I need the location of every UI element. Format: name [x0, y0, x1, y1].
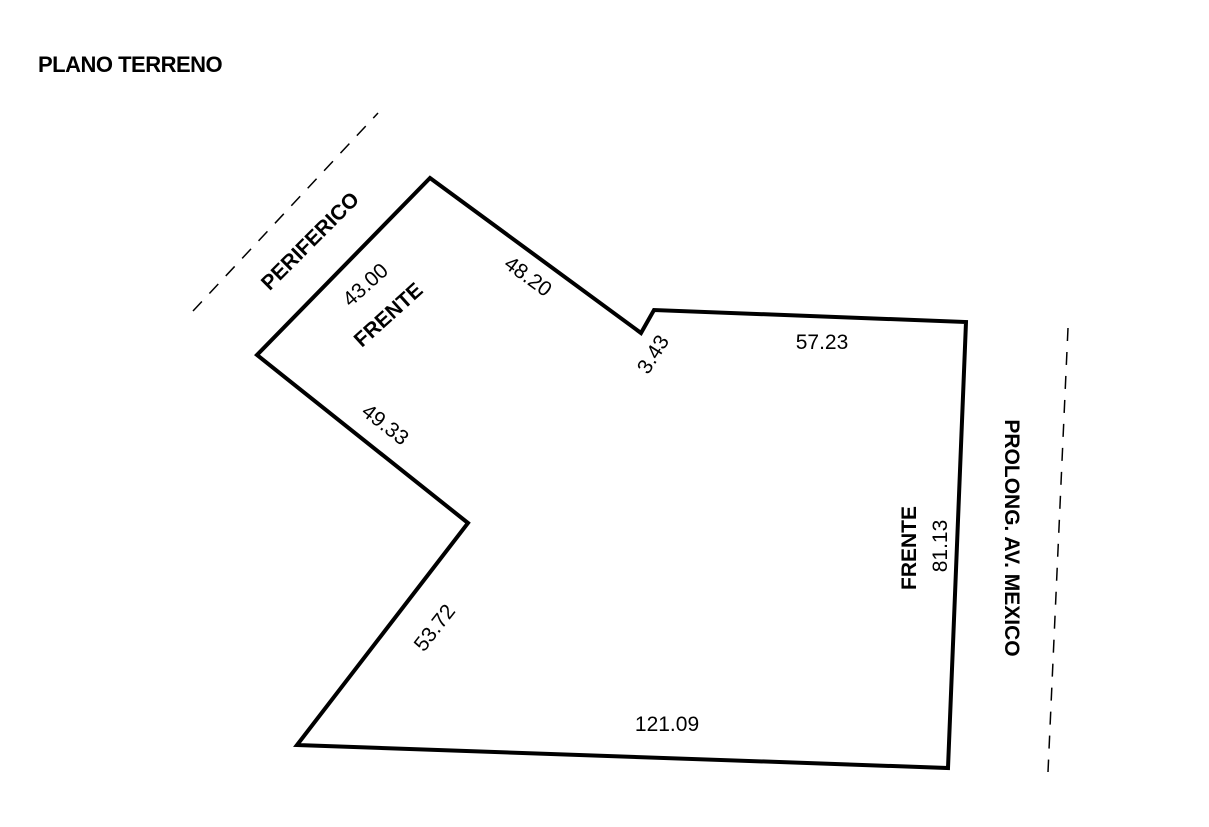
dimension-3-43: 3.43: [633, 331, 674, 378]
lot-boundary: [254, 175, 969, 771]
frente-label-av-mexico: FRENTE: [898, 506, 921, 590]
av-mexico-street-line: [1047, 327, 1069, 773]
dimension-81-13: 81.13: [929, 520, 952, 573]
dimension-57-23: 57.23: [796, 331, 849, 354]
dimension-48-20: 48.20: [500, 252, 556, 302]
periferico-street-line: [192, 112, 379, 312]
dimension-53-72: 53.72: [410, 600, 460, 656]
periferico-street-label: PERIFERICO: [257, 188, 364, 295]
av-mexico-street-label: PROLONG. AV. MEXICO: [1000, 419, 1023, 656]
plan-title: PLANO TERRENO: [38, 52, 223, 77]
dimension-121-09: 121.09: [635, 713, 699, 736]
